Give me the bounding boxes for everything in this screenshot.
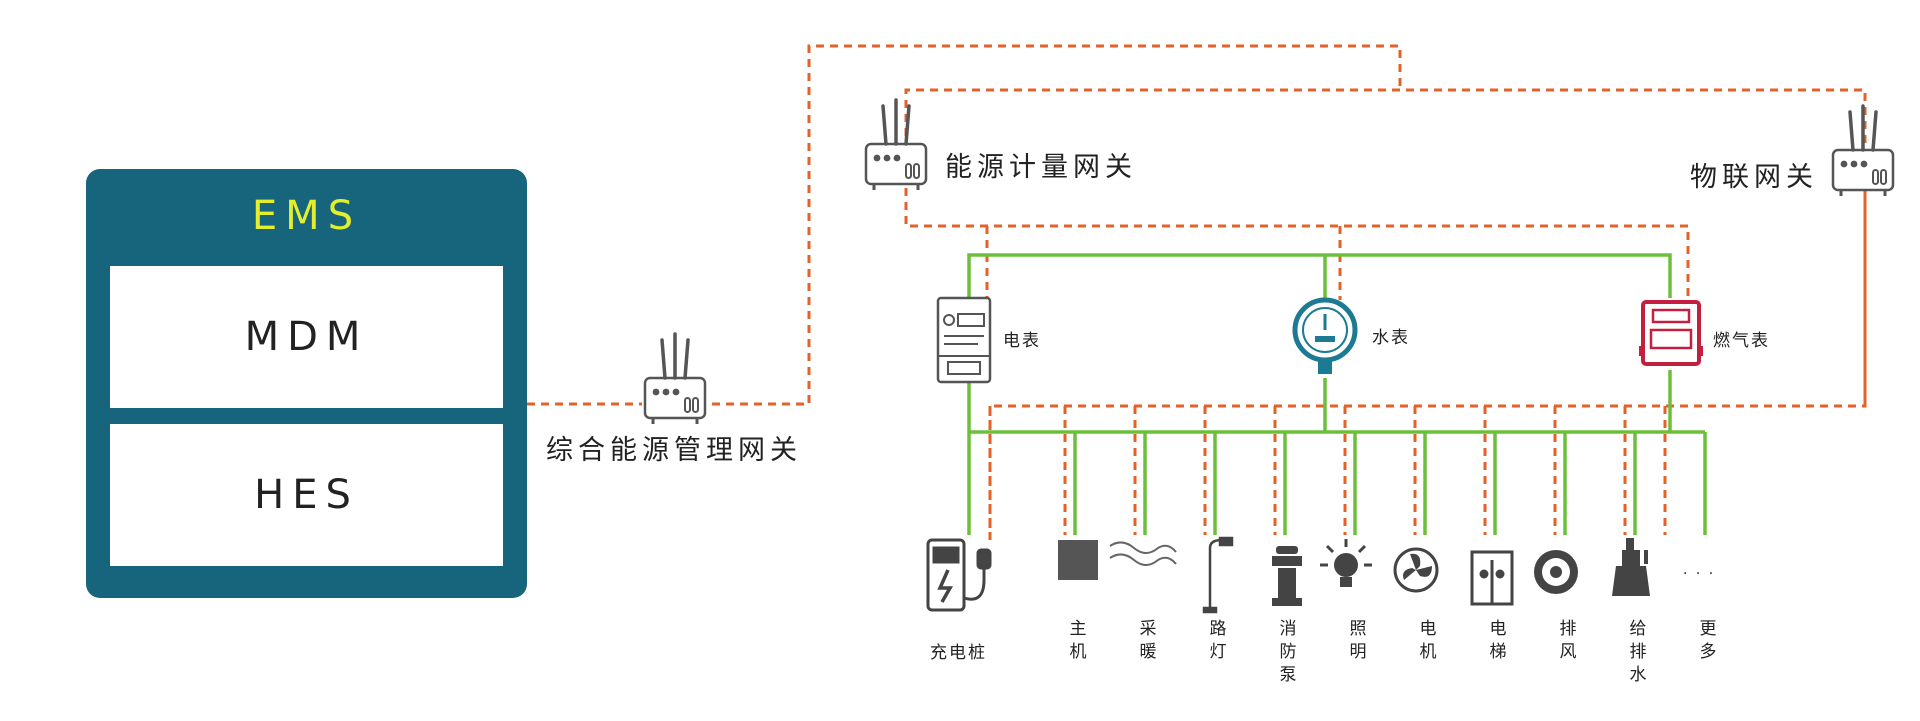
metering-gateway-icon [864, 98, 928, 192]
integrated-gateway-label: 综合能源管理网关 [546, 435, 802, 466]
integrated-gateway-icon [643, 332, 707, 426]
iot-gateway-label: 物联网关 [1690, 162, 1818, 193]
water-meter-icon [1292, 297, 1358, 374]
metering-gateway-label: 能源计量网关 [945, 152, 1137, 183]
host-icon [1058, 540, 1098, 580]
streetlight-label: 路灯 [1209, 619, 1227, 662]
more-label: 更多 [1699, 619, 1717, 662]
hes-module[interactable]: HES [110, 424, 503, 566]
host-label: 主机 [1069, 619, 1087, 662]
charger-icon [926, 538, 992, 612]
dashed-links [527, 44, 1867, 540]
electric-meter-icon [936, 296, 992, 384]
link-metering-to-meters [904, 188, 1690, 300]
water-supply-label: 给排水 [1629, 619, 1647, 685]
iot-gateway-icon [1831, 104, 1895, 198]
charger-label: 充电桩 [930, 643, 987, 663]
motor-icon [1393, 547, 1439, 593]
gas-meter-label: 燃气表 [1713, 331, 1770, 351]
lighting-label: 照明 [1349, 619, 1367, 662]
heating-label: 采暖 [1139, 619, 1157, 662]
link-integrated-to-metering-gateway [712, 44, 1402, 406]
water-supply-icon [1612, 538, 1650, 596]
mdm-module[interactable]: MDM [110, 266, 503, 408]
fire-pump-icon [1272, 546, 1302, 606]
motor-label: 电机 [1419, 619, 1437, 662]
ems-panel: EMS MDM HES [86, 169, 527, 598]
exhaust-icon [1534, 550, 1578, 594]
ems-title: EMS [251, 193, 362, 239]
solid-links [967, 253, 1707, 535]
elevator-label: 电梯 [1489, 619, 1507, 662]
streetlight-icon [1202, 536, 1234, 614]
elevator-icon [1470, 550, 1514, 606]
lighting-icon [1320, 539, 1372, 587]
exhaust-label: 排风 [1559, 619, 1577, 662]
water-meter-label: 水表 [1372, 328, 1410, 348]
fire-pump-label: 消防泵 [1279, 619, 1297, 685]
electric-meter-label: 电表 [1003, 331, 1041, 351]
heating-icon [1109, 541, 1177, 566]
power-bus-top [967, 253, 1672, 298]
gas-meter-icon [1639, 300, 1703, 366]
more-ellipsis: · · · [1683, 566, 1716, 582]
